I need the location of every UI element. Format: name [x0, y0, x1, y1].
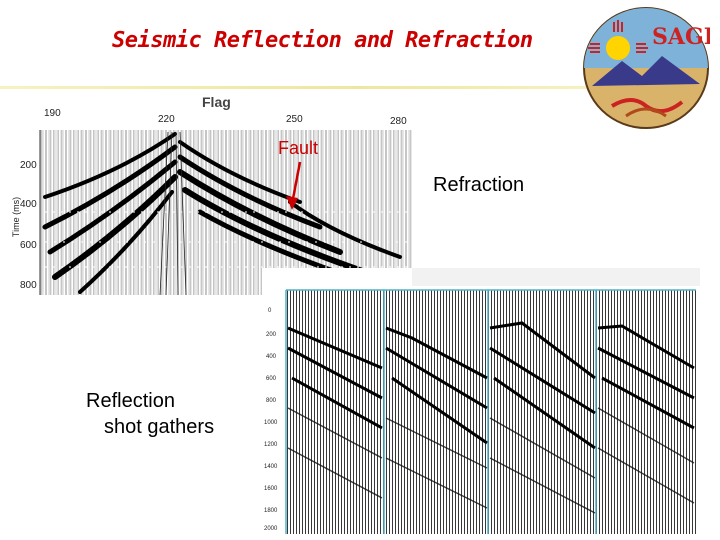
reflection-seismogram: [39, 130, 412, 296]
r-tick-1800: 1800: [264, 508, 278, 514]
r-tick-600: 600: [266, 376, 277, 382]
r-tick-200: 200: [266, 332, 277, 338]
y-tick-800: 800: [20, 280, 37, 291]
r-tick-1400: 1400: [264, 464, 278, 470]
trace-label-220: 220: [158, 114, 175, 125]
trace-label-280: 280: [390, 116, 407, 127]
refraction-seismogram: [262, 268, 700, 536]
r-tick-1000: 1000: [264, 420, 278, 426]
reflection-label-line2: shot gathers: [104, 416, 215, 438]
r-tick-400: 400: [266, 354, 277, 360]
refraction-label: Refraction: [433, 174, 525, 196]
title-underline: [0, 86, 600, 89]
r-tick-1200: 1200: [264, 442, 278, 448]
r-tick-2000: 2000: [264, 526, 278, 532]
slide-title: Seismic Reflection and Refraction: [112, 28, 533, 53]
y-tick-600: 600: [20, 240, 37, 251]
logo-text: SAGE: [652, 24, 710, 50]
reflection-label-line1: Reflection: [86, 390, 175, 412]
y-tick-200: 200: [20, 160, 37, 171]
fault-arrow-icon: [290, 161, 302, 205]
r-tick-0: 0: [268, 308, 272, 314]
flag-header: Flag: [202, 94, 231, 110]
r-tick-800: 800: [266, 398, 277, 404]
fault-label: Fault: [278, 138, 319, 158]
trace-label-190: 190: [44, 108, 61, 119]
trace-label-250: 250: [286, 114, 303, 125]
r-tick-1600: 1600: [264, 486, 278, 492]
time-axis-label: Time (ms): [11, 196, 21, 238]
sage-logo-icon: SAGE: [583, 7, 710, 129]
y-tick-400: 400: [20, 199, 37, 210]
